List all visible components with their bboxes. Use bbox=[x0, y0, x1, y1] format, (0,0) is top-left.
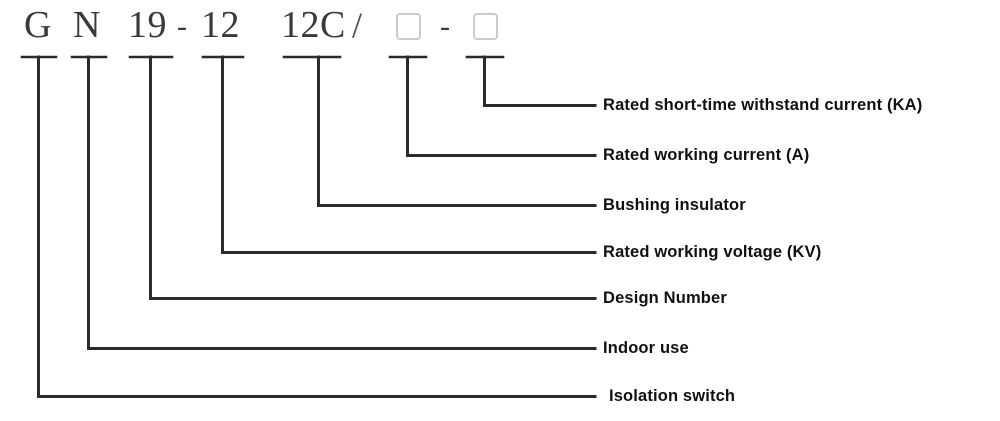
callout-label-bushing-insulator: Bushing insulator bbox=[603, 196, 746, 214]
callout-label-rated-short-time-withstand-current: Rated short-time withstand current (KA) bbox=[603, 96, 923, 114]
leader-design-number bbox=[149, 55, 597, 300]
callout-label-rated-working-voltage: Rated working voltage (KV) bbox=[603, 243, 822, 261]
callout-label-design-number: Design Number bbox=[603, 289, 727, 307]
leader-bushing-insulator bbox=[317, 55, 597, 207]
code-token-n: N bbox=[73, 4, 101, 46]
code-token-placeholder-box-1 bbox=[396, 13, 421, 40]
code-token-12c: 12C bbox=[281, 4, 346, 46]
leader-indoor-use bbox=[87, 55, 597, 350]
callout-label-rated-working-current: Rated working current (A) bbox=[603, 146, 810, 164]
model-code-row: G N 19 - 12 12C / - bbox=[0, 0, 560, 52]
code-token-dash-1: - bbox=[177, 10, 188, 43]
code-token-dash-2: - bbox=[440, 10, 451, 43]
code-token-g: G bbox=[24, 4, 52, 46]
code-token-placeholder-box-2 bbox=[473, 13, 498, 40]
leader-isolation-switch bbox=[37, 55, 597, 398]
leader-rated-working-current bbox=[406, 55, 597, 157]
code-token-19: 19 bbox=[128, 4, 167, 46]
leader-rated-working-voltage bbox=[221, 55, 597, 254]
leader-rated-short-time-withstand-current bbox=[483, 55, 597, 107]
callout-label-isolation-switch: Isolation switch bbox=[609, 387, 736, 405]
callout-label-indoor-use: Indoor use bbox=[603, 339, 689, 357]
code-token-slash: / bbox=[352, 5, 363, 45]
code-token-12: 12 bbox=[201, 4, 240, 46]
